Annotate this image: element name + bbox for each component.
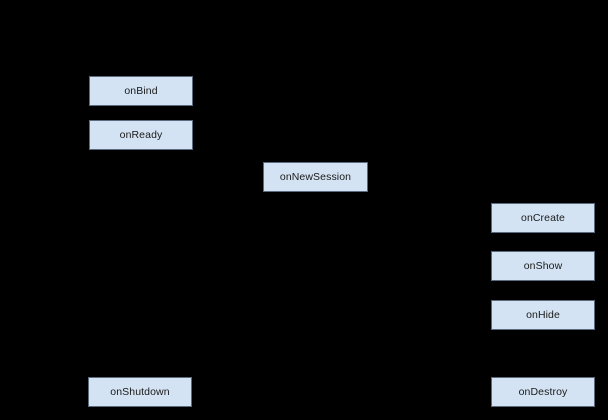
- node-onshutdown: onShutdown: [88, 377, 192, 407]
- node-oncreate: onCreate: [491, 203, 595, 233]
- node-onbind: onBind: [89, 76, 193, 106]
- node-ondestroy: onDestroy: [491, 377, 595, 407]
- node-onnewsession: onNewSession: [263, 162, 368, 192]
- node-onready: onReady: [89, 120, 193, 150]
- node-onhide: onHide: [491, 300, 595, 330]
- node-onshow: onShow: [491, 251, 595, 281]
